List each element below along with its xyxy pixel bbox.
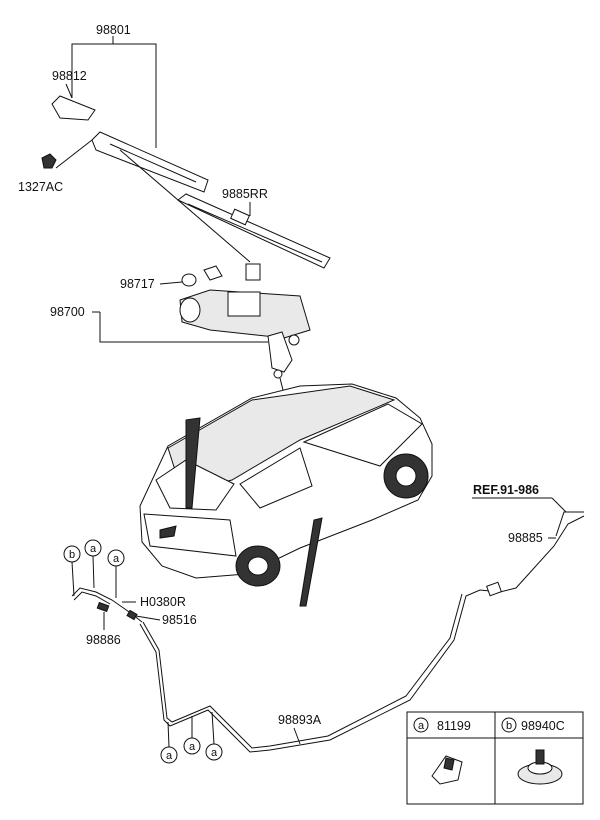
pointer-wedge-rear: [185, 417, 201, 509]
callout-text: b: [69, 549, 75, 561]
car-front-wheel-hub: [395, 465, 417, 487]
motor-endcap: [179, 297, 201, 323]
callout-leader: [71, 561, 75, 597]
callout-text: a: [90, 543, 97, 555]
label-1327AC[interactable]: 1327AC: [18, 180, 63, 194]
motor-gearbox: [227, 291, 261, 317]
callout-a-top-2[interactable]: a: [107, 549, 125, 598]
motor-bracket-leg: [267, 331, 293, 373]
car-tail-light: [159, 525, 177, 539]
car-side-window: [302, 403, 423, 467]
nozzle-hose-inner: [73, 591, 111, 605]
leader-98812: [65, 83, 73, 99]
nut-1327AC: [41, 153, 57, 169]
car-tailgate: [143, 513, 237, 557]
leader-98516: [135, 615, 161, 621]
washer-hose-assembly: [71, 497, 585, 753]
motor-bolt: [273, 369, 283, 379]
label-98885[interactable]: 98885: [508, 531, 543, 545]
washer-nozzle-98886: [96, 601, 110, 613]
motor-mount-hole: [288, 334, 300, 346]
arm-cap-98812: [51, 95, 96, 121]
clip-81199-detail: [443, 757, 455, 771]
wiper-motor-assembly: [92, 263, 311, 395]
label-98886[interactable]: 98886: [86, 633, 121, 647]
car-rear-window: [155, 459, 235, 511]
callout-a-bottom-2[interactable]: a: [183, 716, 201, 755]
label-98801[interactable]: 98801: [96, 23, 131, 37]
wiper-blade-9885RR: [177, 193, 331, 269]
pointer-wedge-hose: [299, 517, 323, 607]
wiper-blade-edge: [187, 203, 323, 263]
legend-b-part[interactable]: 98940C: [521, 719, 565, 733]
label-98516[interactable]: 98516: [162, 613, 197, 627]
leader-98893A: [293, 727, 301, 745]
hose-98885: [555, 511, 584, 537]
blade-clip: [229, 208, 251, 226]
label-H0380R[interactable]: H0380R: [140, 595, 186, 609]
callout-leader: [167, 721, 170, 748]
callout-leader: [211, 711, 215, 745]
label-9885RR[interactable]: 9885RR: [222, 187, 268, 201]
callout-leader: [92, 555, 95, 589]
hose-connector: [486, 581, 502, 597]
grommet-98940C-stem: [535, 749, 545, 765]
callout-text: a: [166, 750, 173, 762]
hose-98893A-inner: [142, 593, 463, 749]
label-98700[interactable]: 98700: [50, 305, 85, 319]
legend-b-circle: [501, 717, 517, 733]
leader-nut: [55, 139, 93, 169]
legend-b-code: b: [506, 720, 512, 732]
callout-a-bottom-3[interactable]: a: [205, 711, 223, 761]
legend-table: a 81199 b 98940C: [406, 711, 584, 805]
callout-b-top[interactable]: b: [63, 545, 81, 597]
motor-mount-tab: [203, 265, 223, 281]
car-illustration: [139, 383, 433, 607]
legend-a-code: a: [418, 720, 425, 732]
clip-81199-drawing: [431, 755, 463, 785]
leader-98717: [159, 281, 183, 285]
callout-text: a: [113, 553, 120, 565]
car-rear-side-window: [239, 447, 313, 509]
grommet-98717: [181, 273, 197, 287]
label-ref[interactable]: REF.91-986: [473, 483, 539, 497]
bracket-98801: [71, 43, 157, 148]
callout-text: a: [211, 747, 218, 759]
legend-a-part[interactable]: 81199: [437, 719, 471, 733]
legend-a-circle: [413, 717, 429, 733]
leader-arm-motor: [119, 149, 251, 263]
motor-shaft: [245, 263, 261, 281]
label-98812[interactable]: 98812: [52, 69, 87, 83]
valve-98516: [126, 609, 138, 621]
label-98717[interactable]: 98717: [120, 277, 155, 291]
ref-arrow: [551, 497, 567, 513]
bracket-98700: [99, 312, 268, 343]
wiper-arm-assembly: [41, 36, 331, 269]
callout-text: a: [189, 741, 196, 753]
callout-a-top-1[interactable]: a: [84, 539, 102, 589]
label-98893A[interactable]: 98893A: [278, 713, 322, 727]
wiper-arm-rib: [109, 143, 197, 183]
car-rear-wheel-hub: [247, 556, 269, 576]
callout-a-bottom-1[interactable]: a: [160, 721, 178, 764]
